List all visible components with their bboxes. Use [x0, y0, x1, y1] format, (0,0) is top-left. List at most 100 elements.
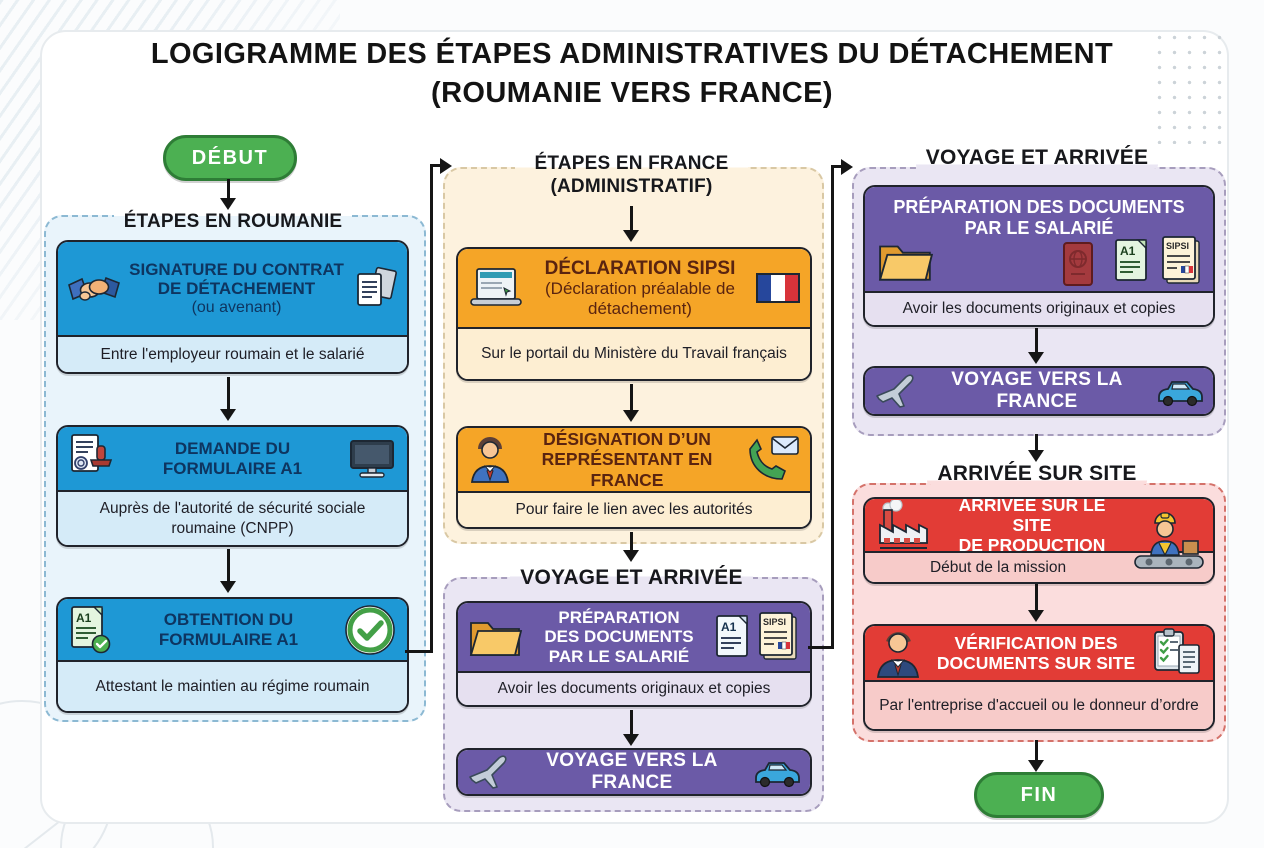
phone-envelope-icon	[742, 435, 800, 485]
svg-text:A1: A1	[1120, 244, 1136, 258]
step-verification-documents: VÉRIFICATION DES DOCUMENTS SUR SITE	[863, 624, 1215, 731]
inspector-icon	[875, 628, 921, 678]
check-circle-icon	[343, 603, 397, 657]
french-flag-icon	[756, 273, 800, 303]
svg-text:SIPSI: SIPSI	[1166, 241, 1189, 251]
flow-arrow	[227, 377, 230, 411]
stamped-document-icon	[68, 432, 118, 486]
flow-arrowhead	[623, 550, 639, 562]
sipsi-document-icon: SIPSI	[758, 611, 800, 663]
zone-voyage-right-heading: VOYAGE ET ARRIVÉE	[852, 146, 1222, 169]
flow-arrow	[1035, 328, 1038, 354]
phone-icon	[749, 437, 786, 480]
flow-arrow	[1035, 740, 1038, 762]
step-obtention-a1: A1 OBTENTION DU FORMULAIRE A1	[56, 597, 409, 713]
zone-arrival-heading: ARRIVÉE SUR SITE	[852, 462, 1222, 485]
worker-icon	[1131, 507, 1207, 577]
step-demande-a1: DEMANDE DU FORMULAIRE A1 Auprès de l'aut…	[56, 425, 409, 547]
flow-arrow	[1035, 584, 1038, 612]
step-note: Avoir les documents originaux et copies	[865, 291, 1213, 325]
flow-arrowhead	[1028, 610, 1044, 622]
step-note: Avoir les documents originaux et copies	[458, 671, 810, 705]
connector-center-right	[808, 646, 834, 649]
step-note: Par l'entreprise d'accueil ou le donneur…	[865, 680, 1213, 729]
connector-center-right	[831, 165, 834, 649]
dots-decoration	[1152, 30, 1232, 144]
step-title: VOYAGE VERS LA FRANCE	[951, 369, 1123, 412]
title-line1: LOGIGRAMME DES ÉTAPES ADMINISTRATIVES DU…	[150, 38, 1114, 70]
flow-arrow	[1035, 434, 1038, 452]
car-icon	[752, 756, 800, 788]
zone-voyage-center-heading: VOYAGE ET ARRIVÉE	[443, 566, 820, 589]
connector-center-right	[831, 165, 843, 168]
page-title: LOGIGRAMME DES ÉTAPES ADMINISTRATIVES DU…	[0, 38, 1264, 110]
handshake-icon	[68, 270, 120, 308]
step-title: DÉSIGNATION D’UN REPRÉSENTANT EN FRANCE	[541, 429, 713, 490]
title-line2: (ROUMANIE VERS FRANCE)	[431, 77, 833, 109]
svg-text:A1: A1	[76, 611, 92, 625]
step-title: PRÉPARATION DES DOCUMENTS PAR LE SALARIÉ	[544, 607, 694, 666]
a1-document-icon: A1	[1113, 237, 1151, 285]
flow-arrow	[630, 532, 633, 552]
step-title: VÉRIFICATION DES DOCUMENTS SUR SITE	[936, 632, 1136, 673]
step-note: Sur le portail du Ministère du Travail f…	[458, 327, 810, 379]
sipsi-document-icon: SIPSI	[1161, 235, 1203, 287]
step-title: DÉCLARATION SIPSI (Déclaration préalable…	[544, 257, 736, 318]
flow-arrowhead	[1028, 450, 1044, 462]
step-arrivee-site: ARRIVÉE SUR LE SITE DE PRODUCTION Début …	[863, 497, 1215, 584]
step-preparation-documents-right: PRÉPARATION DES DOCUMENTS PAR LE SALARIÉ	[863, 185, 1215, 327]
start-node: DÉBUT	[163, 135, 297, 181]
flow-arrowhead	[220, 409, 236, 421]
folder-icon	[468, 614, 524, 660]
connector-romania-france	[430, 164, 442, 167]
step-voyage-france-center: VOYAGE VERS LA FRANCE	[456, 748, 812, 796]
connector-romania-france	[405, 650, 433, 653]
passport-icon	[1061, 241, 1095, 287]
factory-icon	[875, 500, 931, 550]
step-preparation-documents-center: PRÉPARATION DES DOCUMENTS PAR LE SALARIÉ…	[456, 601, 812, 707]
car-icon	[1155, 375, 1203, 407]
a1-form-icon: A1	[68, 604, 114, 656]
flow-arrowhead	[220, 581, 236, 593]
clipboard-icon	[1151, 627, 1203, 679]
step-title: SIGNATURE DU CONTRAT DE DÉTACHEMENT (ou …	[129, 259, 344, 316]
flow-arrow	[630, 384, 633, 412]
flow-arrowhead	[1028, 352, 1044, 364]
step-declaration-sipsi: DÉCLARATION SIPSI (Déclaration préalable…	[456, 247, 812, 381]
step-note: Entre l'employeur roumain et le salarié	[58, 335, 407, 372]
documents-icon	[353, 265, 397, 313]
step-title: OBTENTION DU FORMULAIRE A1	[158, 609, 299, 649]
step-note: Attestant le maintien au régime roumain	[58, 660, 407, 711]
step-note: Auprès de l'autorité de sécurité sociale…	[58, 490, 407, 545]
flow-arrowhead	[1028, 760, 1044, 772]
step-note: Pour faire le lien avec les autorités	[458, 491, 810, 527]
flow-arrow	[630, 206, 633, 232]
zone-france-heading: ÉTAPES EN FRANCE (ADMINISTRATIF)	[443, 152, 820, 198]
flow-arrow	[630, 710, 633, 736]
step-title: ARRIVÉE SUR LE SITE DE PRODUCTION	[958, 497, 1106, 556]
laptop-icon	[468, 266, 524, 310]
envelope-icon	[771, 435, 799, 455]
svg-text:SIPSI: SIPSI	[763, 617, 786, 627]
connector-arrowhead	[841, 159, 853, 175]
connector-romania-france	[430, 164, 433, 653]
flow-arrow	[227, 179, 230, 200]
step-representant-france: DÉSIGNATION D’UN REPRÉSENTANT EN FRANCE …	[456, 426, 812, 529]
flow-arrowhead	[220, 198, 236, 210]
flow-arrowhead	[623, 734, 639, 746]
airplane-icon	[468, 754, 512, 790]
computer-monitor-icon	[347, 438, 397, 480]
step-signature-contrat: SIGNATURE DU CONTRAT DE DÉTACHEMENT (ou …	[56, 240, 409, 374]
flow-arrowhead	[623, 230, 639, 242]
step-voyage-france-right: VOYAGE VERS LA FRANCE	[863, 366, 1215, 416]
end-node: FIN	[974, 772, 1104, 818]
svg-text:A1: A1	[721, 620, 737, 634]
representative-icon	[468, 436, 512, 484]
step-title: PRÉPARATION DES DOCUMENTS PAR LE SALARIÉ	[893, 197, 1185, 238]
flow-arrow	[227, 549, 230, 583]
a1-document-icon: A1	[714, 613, 752, 661]
flow-arrowhead	[623, 410, 639, 422]
zone-romania-heading: ÉTAPES EN ROUMANIE	[44, 210, 422, 233]
step-title: VOYAGE VERS LA FRANCE	[546, 750, 718, 793]
